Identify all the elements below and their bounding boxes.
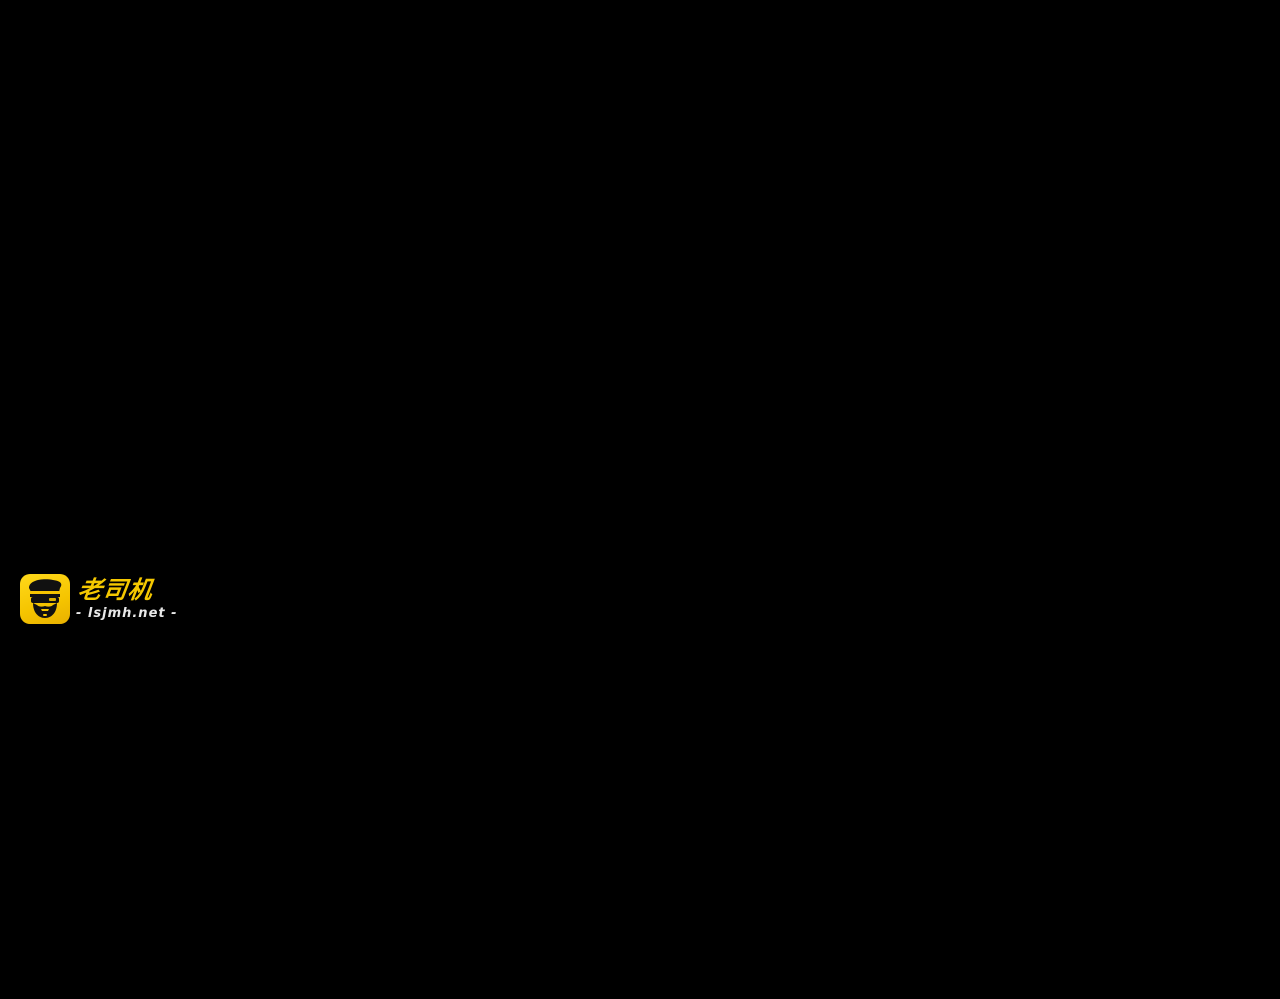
logo-text-block: 老司机 - lsjmh.net - <box>76 576 178 621</box>
logo-title: 老司机 <box>76 576 155 604</box>
logo-subtitle-url: - lsjmh.net - <box>76 606 178 621</box>
site-watermark-logo: 老司机 - lsjmh.net - <box>20 574 178 624</box>
driver-mascot-icon <box>20 574 70 624</box>
